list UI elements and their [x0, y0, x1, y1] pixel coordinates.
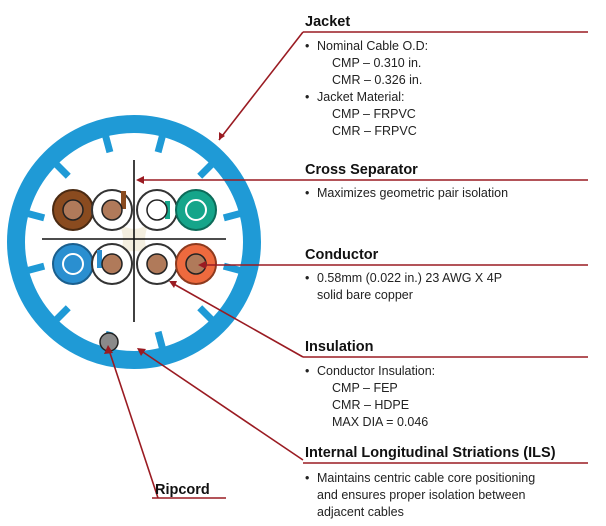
bullet: • [305, 364, 309, 378]
callout-ils-title: Internal Longitudinal Striations (ILS) [305, 445, 556, 461]
ils-striation [197, 305, 215, 323]
leader-jacket [218, 31, 304, 141]
cross-separator-line: Maximizes geometric pair isolation [317, 186, 508, 200]
jacket-line: CMP – 0.310 in. [332, 56, 421, 70]
cable-cross-section [7, 115, 261, 369]
ils-striation [25, 209, 46, 222]
stripe-brown [121, 191, 126, 209]
insulation-line: Conductor Insulation: [317, 364, 435, 378]
callout-ripcord-title: Ripcord [155, 482, 210, 498]
arrowhead-ils [137, 348, 146, 356]
copper-conductor [101, 199, 123, 221]
ils-striation [197, 161, 215, 179]
insulation-line: CMR – HDPE [332, 398, 409, 412]
callout-ripcord: Ripcord [155, 482, 210, 498]
ils-line: and ensures proper isolation between [317, 488, 526, 502]
arrowhead-cross-separator [136, 176, 144, 184]
conductor-line: 0.58mm (0.022 in.) 23 AWG X 4P [317, 271, 502, 285]
arrowhead-ripcord [104, 345, 113, 354]
copper-conductor [62, 199, 84, 221]
leader-ripcord [108, 349, 159, 499]
callout-conductor-title: Conductor [305, 247, 379, 263]
arrowhead-insulation [169, 281, 177, 288]
ils-striation [154, 133, 167, 154]
callout-insulation: Insulation • Conductor Insulation: CMP –… [305, 339, 435, 429]
arrowhead-jacket [219, 132, 225, 140]
callout-jacket: Jacket • Nominal Cable O.D: CMP – 0.310 … [305, 14, 428, 138]
jacket-line: CMR – 0.326 in. [332, 73, 422, 87]
copper-conductor [146, 199, 168, 221]
bullet: • [305, 186, 309, 200]
copper-conductor [62, 253, 84, 275]
bullet: • [305, 90, 309, 104]
ils-line: adjacent cables [317, 505, 404, 519]
callout-conductor: Conductor • 0.58mm (0.022 in.) 23 AWG X … [305, 247, 502, 302]
conductor-line: solid bare copper [317, 288, 413, 302]
arrowhead-conductor [198, 261, 206, 269]
leader-ils [139, 349, 304, 461]
header-underlines [152, 31, 588, 499]
ils-striation [101, 133, 114, 154]
bullet: • [305, 471, 309, 485]
pair-orange [136, 243, 217, 285]
jacket-line: Jacket Material: [317, 90, 405, 104]
leader-arrowheads [104, 132, 225, 356]
ils-striation [154, 330, 167, 351]
stripe-blue [97, 250, 102, 268]
ils-line: Maintains centric cable core positioning [317, 471, 535, 485]
pair-green [136, 189, 217, 231]
ils-striation [53, 161, 71, 179]
cross-separator [42, 160, 226, 322]
ils-striation [53, 305, 71, 323]
copper-conductor [185, 199, 207, 221]
insulation-line: CMP – FEP [332, 381, 398, 395]
bullet: • [305, 39, 309, 53]
leader-lines [108, 31, 304, 499]
copper-conductor [101, 253, 123, 275]
ils-striations [25, 133, 243, 351]
jacket-line: CMR – FRPVC [332, 124, 417, 138]
pair-brown [52, 189, 133, 231]
callout-cross-separator-title: Cross Separator [305, 162, 418, 178]
callout-ils: Internal Longitudinal Striations (ILS) •… [305, 445, 556, 519]
jacket-line: CMP – FRPVC [332, 107, 416, 121]
copper-conductor [146, 253, 168, 275]
bullet: • [305, 271, 309, 285]
callout-cross-separator: Cross Separator • Maximizes geometric pa… [305, 162, 508, 200]
jacket-line: Nominal Cable O.D: [317, 39, 428, 53]
ils-striation [222, 209, 243, 222]
leader-insulation [171, 282, 304, 358]
insulation-line: MAX DIA = 0.046 [332, 415, 428, 429]
callout-insulation-title: Insulation [305, 339, 373, 355]
callout-jacket-title: Jacket [305, 14, 350, 30]
ils-striation [25, 262, 46, 275]
pair-blue [52, 243, 133, 285]
